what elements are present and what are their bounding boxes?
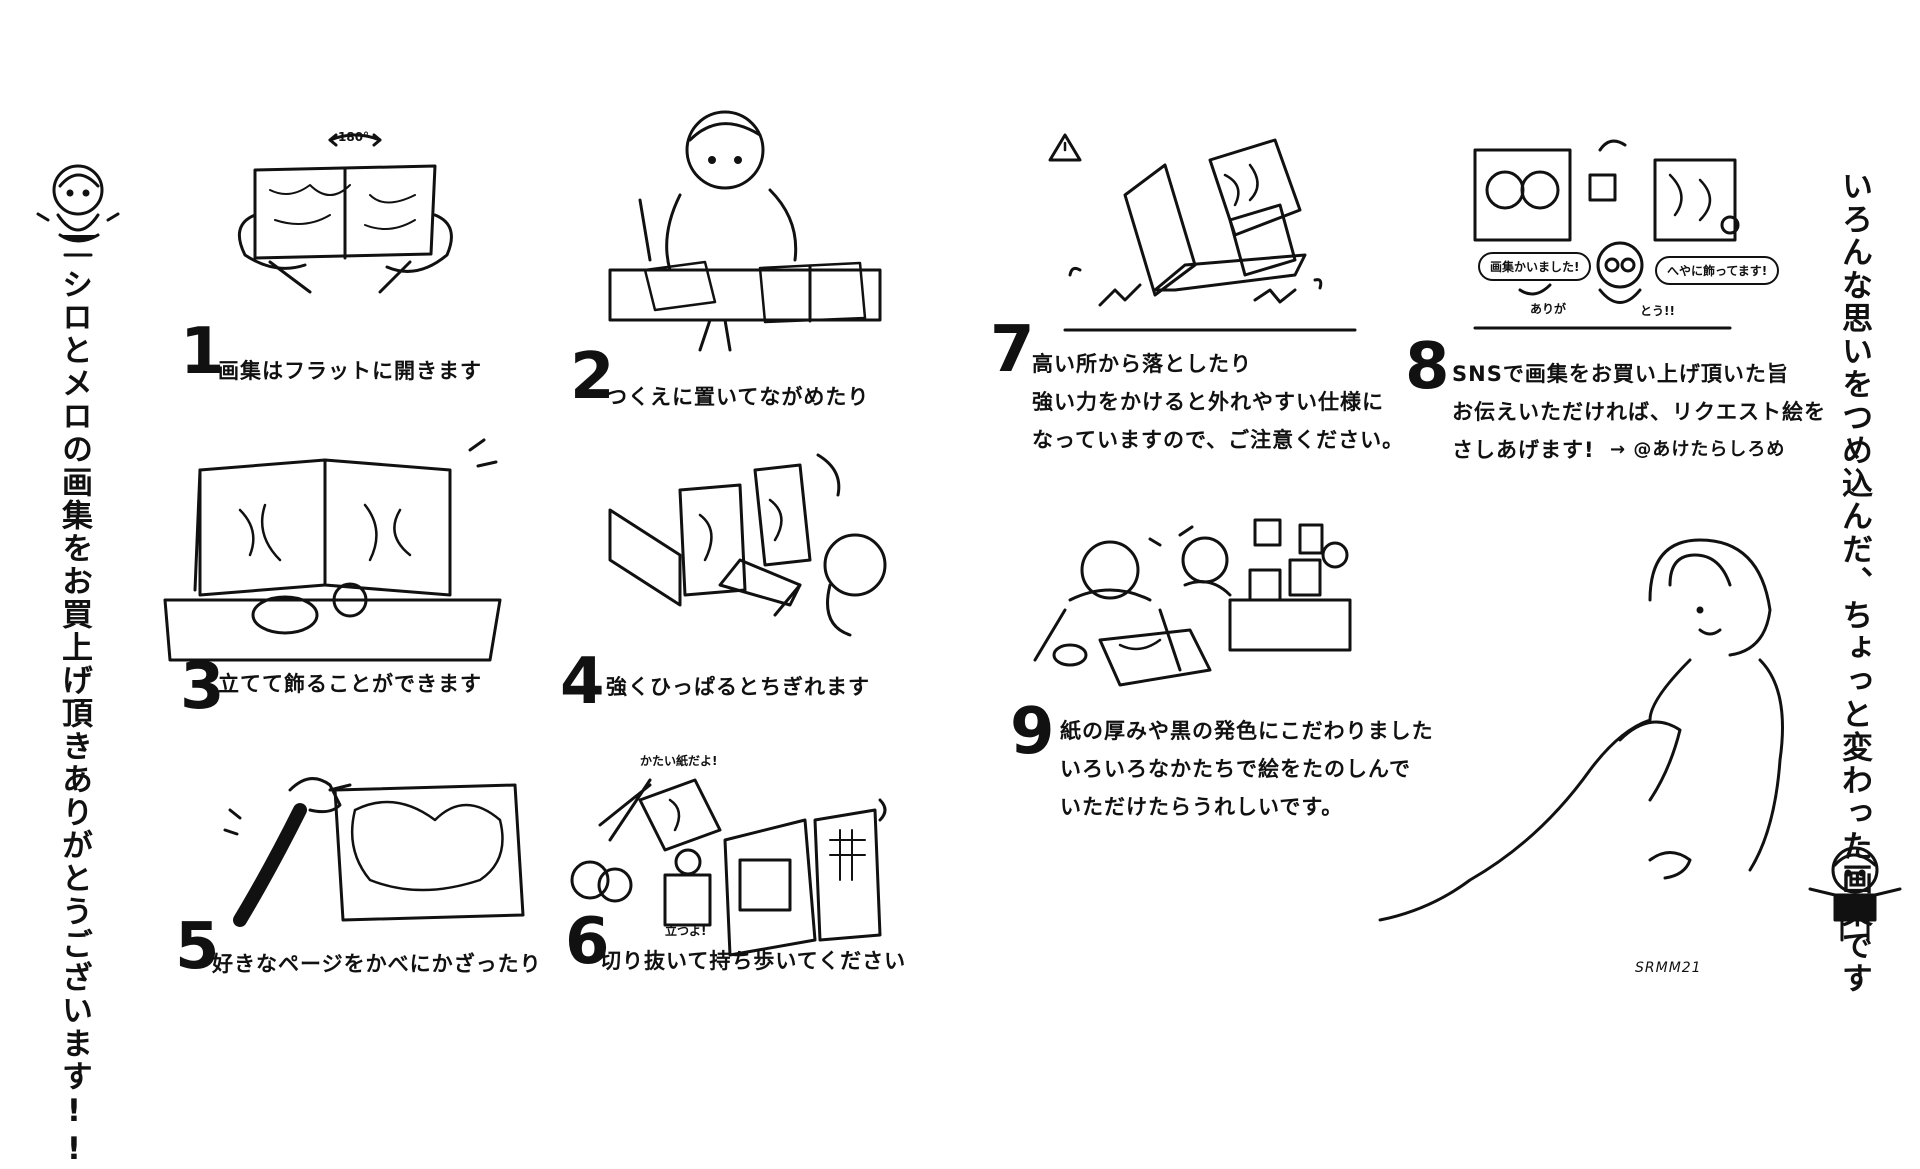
illustration-step-3 (163, 438, 502, 662)
illustrated-guide-page: シロとメロの画集をお買上げ頂きありがとうございます!! いろんな思いをつめ込んだ… (36, 110, 1902, 1169)
angle-label: 180° (338, 130, 370, 144)
step-caption-line: 高い所から落としたり (1032, 352, 1252, 376)
illustration-step-1 (237, 133, 453, 294)
step-caption: つくえに置いてながめたり (606, 385, 870, 409)
step-number: 2 (570, 340, 615, 414)
step-caption-line: いろいろなかたちで絵をたのしんで (1060, 757, 1411, 781)
illustration-step-6 (570, 778, 887, 957)
step-number: 9 (1010, 695, 1055, 769)
large-figure-illustration (1378, 538, 1784, 922)
illustration-step-7 (1048, 133, 1357, 332)
thanks-label-a: ありが (1530, 302, 1567, 316)
speech-bubble-left: 画集かいました! (1478, 252, 1592, 281)
step-caption-line: 強い力をかけると外れやすい仕様に (1032, 390, 1384, 414)
step-number: 7 (990, 313, 1035, 387)
mascot-left-icon (36, 164, 120, 257)
social-handle: → @あけたらしろめ (1610, 439, 1786, 460)
step-number: 6 (565, 905, 610, 979)
step-caption-line: SNSで画集をお買い上げ頂いた旨 (1452, 362, 1789, 386)
paper-note: かたい紙だよ! (640, 754, 718, 768)
step-caption-line: お伝えいただければ、リクエスト絵を (1452, 400, 1826, 424)
stand-note: 立つよ! (665, 924, 707, 938)
thanks-label-b: とう!! (1640, 304, 1675, 318)
step-number: 8 (1405, 330, 1450, 404)
step-caption: 強くひっぱるとちぎれます (606, 675, 870, 699)
step-number: 5 (175, 910, 220, 984)
step-number: 4 (560, 645, 605, 719)
step-caption: 立てて飾ることができます (218, 672, 482, 696)
mascot-right-icon (1808, 846, 1902, 942)
step-caption-line: 紙の厚みや黒の発色にこだわりました (1060, 719, 1434, 743)
artist-signature: SRMM21 (1635, 960, 1702, 976)
illustration-step-4 (608, 453, 887, 637)
step-caption: 好きなページをかべにかざったり (212, 952, 542, 976)
left-vertical-heading: シロとメロの画集をお買上げ頂きありがとうございます!! (56, 268, 92, 1169)
illustration-step-2 (608, 110, 882, 352)
right-vertical-heading: いろんな思いをつめ込んだ、ちょっと変わった画集です (1836, 170, 1872, 995)
illustrations (36, 110, 1902, 957)
speech-bubble-right: へやに飾ってます! (1655, 256, 1780, 285)
illustration-step-5 (223, 777, 525, 927)
step-caption: 画集はフラットに開きます (218, 359, 482, 383)
illustration-step-8 (1473, 139, 1740, 330)
illustration-step-9 (1033, 518, 1352, 687)
step-caption: 切り抜いて持ち歩いてください (600, 949, 907, 973)
step-caption-line: いただけたらうれしいです。 (1060, 795, 1344, 819)
step-caption-line: さしあげます! (1452, 438, 1595, 462)
step-number: 3 (180, 650, 225, 724)
step-number: 1 (180, 315, 225, 389)
step-caption-line: なっていますので、ご注意ください。 (1032, 428, 1405, 452)
